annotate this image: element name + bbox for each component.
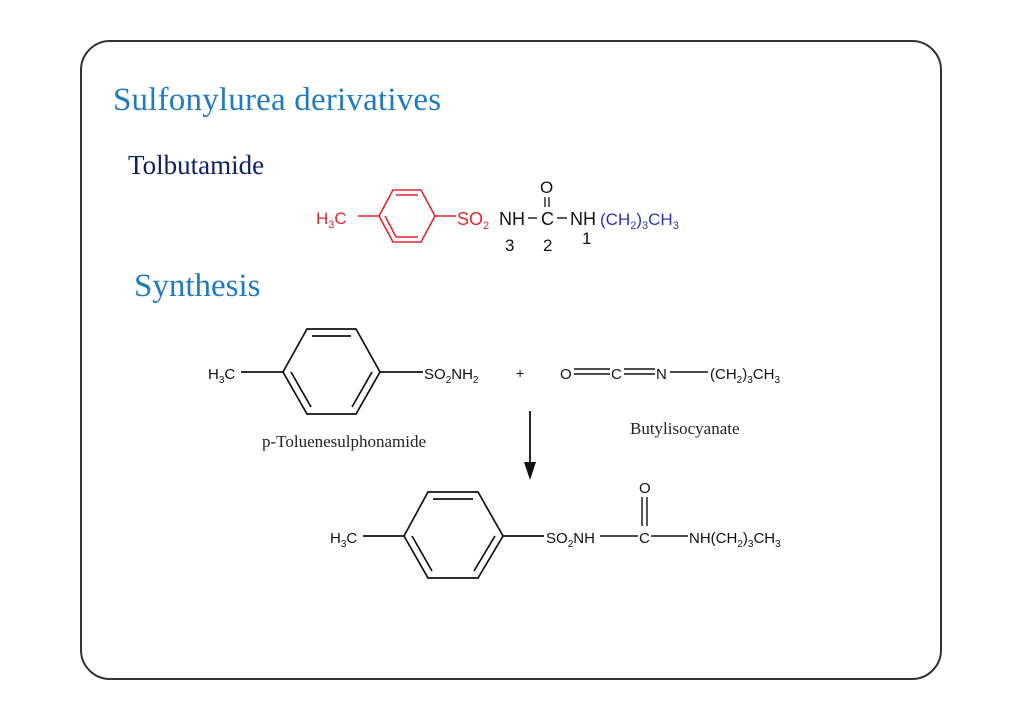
tolbutamide-sulfonyl: SO2 bbox=[457, 209, 489, 232]
reaction-arrow bbox=[524, 411, 536, 480]
locant-1: 1 bbox=[582, 229, 591, 248]
tolbutamide-butyl: (CH2)3CH3 bbox=[600, 210, 679, 232]
product-sulfonamide: SO2NH bbox=[546, 530, 595, 550]
product-carbonyl-o: O bbox=[639, 480, 651, 497]
plus-sign: + bbox=[516, 365, 524, 381]
product-amine-chain: NH(CH2)3CH3 bbox=[689, 530, 781, 550]
reactant1-benzene-ring bbox=[241, 328, 423, 415]
tolbutamide-structure: H3C SO2 NH O C NH (CH2)3CH3 3 2 1 bbox=[316, 178, 679, 255]
locant-2: 2 bbox=[543, 236, 552, 255]
reactant1-structure: H3C SO2NH2 bbox=[208, 328, 479, 415]
slide-frame bbox=[80, 40, 942, 680]
tolbutamide-nh-3: NH bbox=[499, 209, 525, 229]
reactant2-structure: O C N (CH2)3CH3 bbox=[560, 366, 780, 386]
reactant1-name: p-Toluenesulphonamide bbox=[262, 432, 427, 451]
reactant2-name: Butylisocyanate bbox=[630, 419, 740, 438]
tolbutamide-carbonyl-c: C bbox=[541, 209, 554, 229]
reactant1-sulfonamide: SO2NH2 bbox=[424, 366, 479, 386]
isocyanate-o: O bbox=[560, 366, 572, 383]
tolbutamide-benzene-ring bbox=[358, 189, 456, 243]
section-title: Synthesis bbox=[134, 268, 261, 304]
product-benzene-ring bbox=[363, 491, 544, 579]
tolbutamide-methyl: H3C bbox=[316, 209, 347, 231]
isocyanate-c: C bbox=[611, 366, 622, 383]
product-methyl: H3C bbox=[330, 530, 357, 550]
tolbutamide-nh-1: NH bbox=[570, 209, 596, 229]
locant-3: 3 bbox=[505, 236, 514, 255]
drug-name: Tolbutamide bbox=[128, 150, 265, 180]
slide-title: Sulfonylurea derivatives bbox=[113, 82, 442, 118]
product-carbonyl-c: C bbox=[639, 530, 650, 547]
isocyanate-chain: (CH2)3CH3 bbox=[710, 366, 780, 386]
isocyanate-n: N bbox=[656, 366, 667, 383]
product-structure: H3C SO2NH O C NH(CH2)3CH3 bbox=[330, 480, 781, 579]
reactant1-methyl: H3C bbox=[208, 366, 235, 386]
tolbutamide-carbonyl-o: O bbox=[540, 178, 553, 197]
